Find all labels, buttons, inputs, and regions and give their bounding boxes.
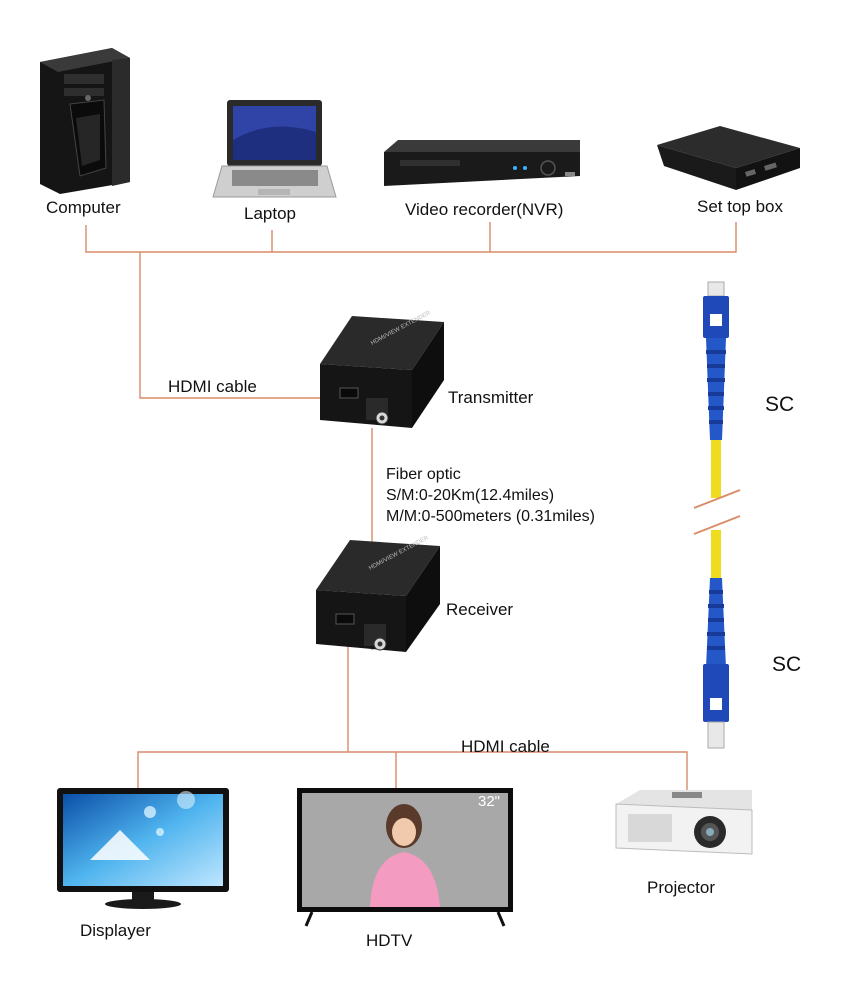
displayer-label: Displayer bbox=[80, 921, 151, 940]
transmitter-device-icon: HDMI/VIEW EXTENDER bbox=[320, 310, 444, 428]
projector-icon bbox=[615, 790, 753, 855]
hdtv-icon: 32" bbox=[297, 788, 513, 927]
settop-box-label: Set top box bbox=[697, 197, 784, 216]
fiber-multi-mode-spec: M/M:0-500meters (0.31miles) bbox=[386, 508, 595, 525]
receiver-hdmi-cable-label: HDMI cable bbox=[461, 737, 550, 756]
computer-to-transmitter-line bbox=[139, 252, 322, 399]
nvr-label: Video recorder(NVR) bbox=[405, 200, 564, 219]
source-bus-line bbox=[85, 222, 737, 253]
hdtv-size-label: 32" bbox=[478, 793, 500, 810]
settop-box-icon bbox=[657, 126, 800, 190]
nvr-icon bbox=[384, 140, 580, 186]
receiver-device-icon: HDMI/VIEW EXTENDER bbox=[316, 535, 440, 652]
sc-connector-bottom-label: SC bbox=[772, 653, 802, 676]
fiber-optic-title: Fiber optic bbox=[386, 466, 461, 483]
projector-label: Projector bbox=[647, 878, 716, 897]
computer-icon bbox=[40, 48, 130, 194]
sc-connector-top-label: SC bbox=[765, 393, 795, 416]
display-bus-line bbox=[137, 751, 688, 796]
transmitter-hdmi-cable-label: HDMI cable bbox=[168, 377, 257, 396]
fiber-single-mode-spec: S/M:0-20Km(12.4miles) bbox=[386, 487, 555, 504]
laptop-icon bbox=[212, 100, 337, 198]
hdtv-label: HDTV bbox=[366, 931, 413, 950]
receiver-label: Receiver bbox=[446, 600, 514, 619]
laptop-label: Laptop bbox=[244, 204, 296, 223]
fiber-optic-note: Fiber optic S/M:0-20Km(12.4miles) M/M:0-… bbox=[386, 464, 595, 527]
computer-label: Computer bbox=[46, 198, 121, 217]
cable-lines bbox=[85, 222, 737, 796]
displayer-monitor-icon bbox=[57, 788, 229, 909]
transmitter-label: Transmitter bbox=[448, 388, 534, 407]
sc-fiber-cable-icon bbox=[693, 281, 741, 749]
